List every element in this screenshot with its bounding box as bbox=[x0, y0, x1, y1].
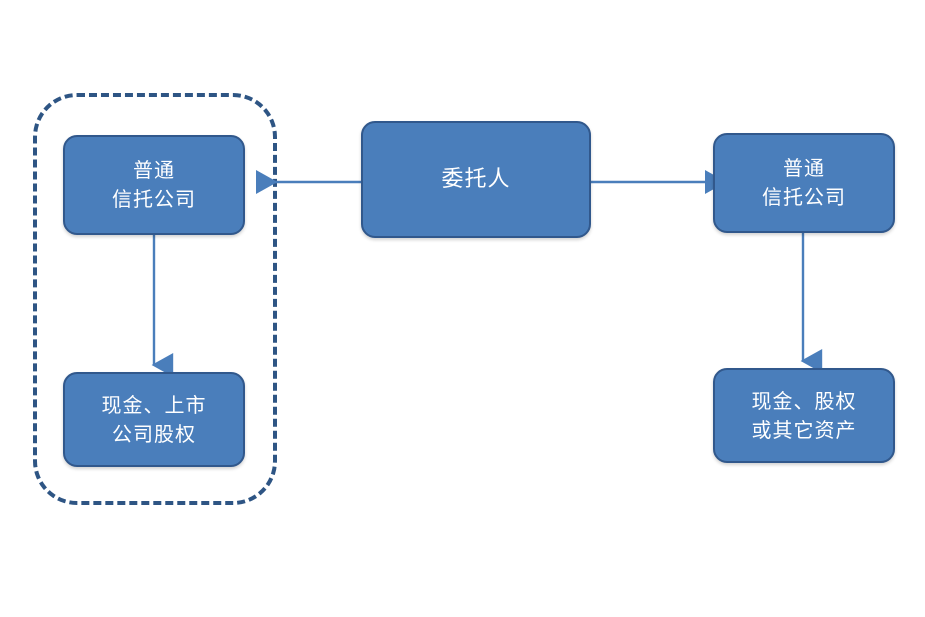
node-label: 普通 信托公司 bbox=[762, 156, 846, 209]
node-principal-settlor[interactable]: 委托人 bbox=[361, 121, 591, 238]
dashed-group-boundary bbox=[33, 93, 277, 505]
node-label: 现金、上市 公司股权 bbox=[101, 392, 207, 446]
node-ordinary-trust-company-left[interactable]: 普通 信托公司 bbox=[63, 135, 245, 235]
node-label: 现金、股权 或其它资产 bbox=[751, 388, 857, 442]
node-label: 普通 信托公司 bbox=[112, 158, 196, 211]
node-ordinary-trust-company-right[interactable]: 普通 信托公司 bbox=[713, 133, 895, 233]
node-assets-cash-listed-equity[interactable]: 现金、上市 公司股权 bbox=[63, 372, 245, 467]
node-label: 委托人 bbox=[441, 166, 511, 192]
node-assets-cash-equity-other[interactable]: 现金、股权 或其它资产 bbox=[713, 368, 895, 463]
